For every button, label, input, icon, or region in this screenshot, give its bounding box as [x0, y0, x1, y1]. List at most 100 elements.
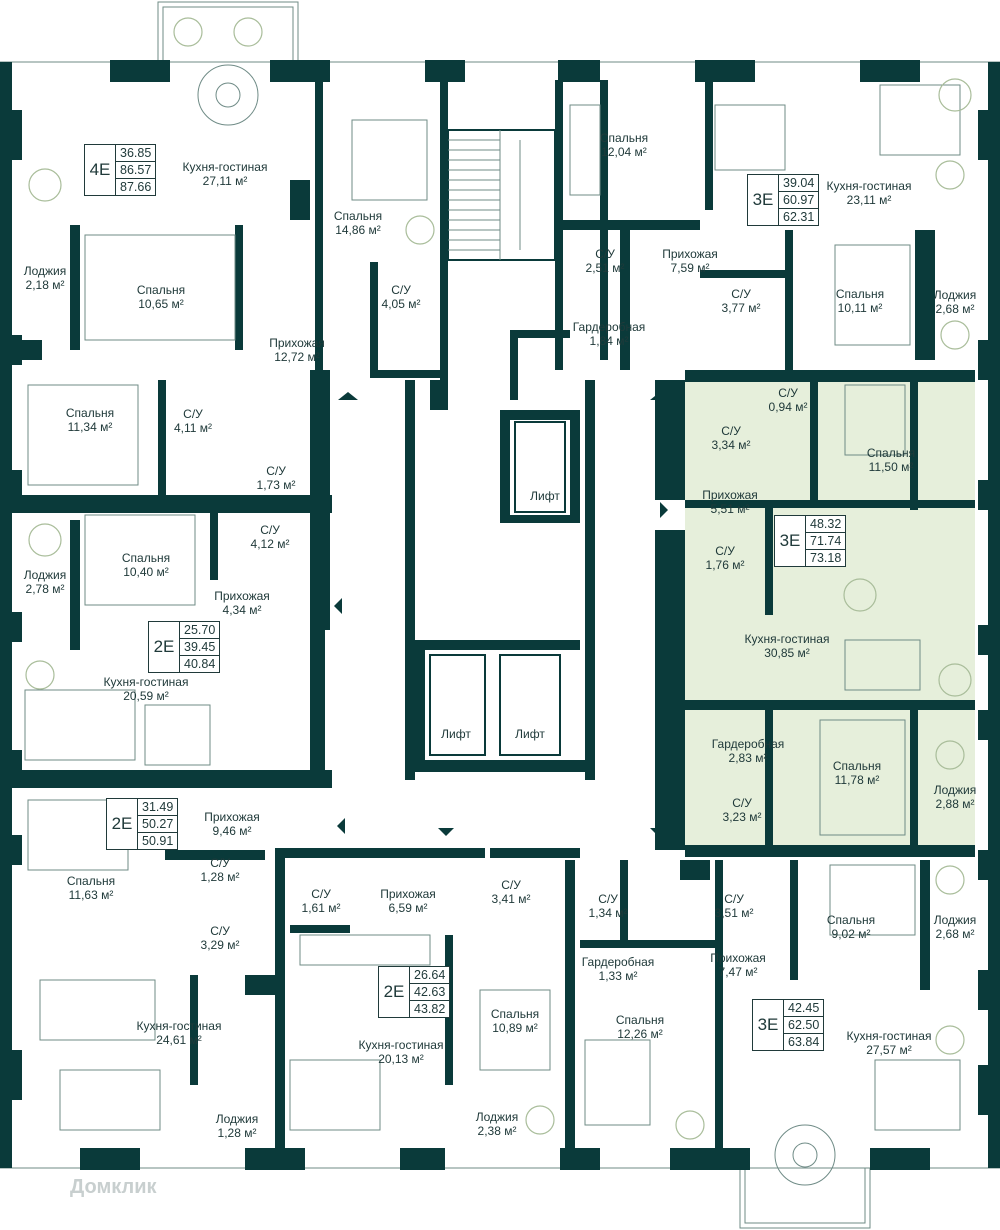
total-area: 39.45 [180, 639, 220, 656]
apartment-type: 3E [775, 516, 806, 566]
total-area-with-loggia: 63.84 [788, 1035, 820, 1049]
total-area: 62.50 [784, 1017, 824, 1034]
apartment-badge-4e: 4E 36.85 86.57 87.66 [84, 144, 157, 196]
apartment-badge-2e-bottom: 2E 26.64 42.63 43.82 [378, 966, 451, 1018]
total-area: 71.74 [806, 533, 846, 550]
staircase [447, 129, 556, 261]
apartment-badge-2e-mid: 2E 25.70 39.45 40.84 [148, 621, 221, 673]
total-area: 60.97 [779, 192, 819, 209]
apartment-type: 2E [107, 799, 138, 849]
apartment-badge-3e-top: 3E 39.04 60.97 62.31 [747, 174, 820, 226]
entry-arrows [334, 392, 670, 836]
total-area-with-loggia: 43.82 [414, 1002, 446, 1016]
lift-label: Лифт [441, 727, 471, 741]
apartment-type: 3E [753, 1000, 784, 1050]
lift-cabins [429, 421, 566, 756]
total-area: 42.63 [410, 984, 450, 1001]
total-area: 86.57 [116, 162, 156, 179]
apartment-badge-3e-bottom: 3E 42.45 62.50 63.84 [752, 999, 825, 1051]
total-area-with-loggia: 62.31 [783, 210, 815, 224]
apartment-type: 2E [379, 967, 410, 1017]
total-area-with-loggia: 40.84 [184, 657, 216, 671]
lift-label: Лифт [530, 489, 560, 503]
interior-walls [12, 80, 975, 1160]
living-area: 31.49 [138, 799, 178, 816]
living-area: 26.64 [410, 967, 450, 984]
living-area: 39.04 [779, 175, 819, 192]
apartment-badge-2e-left: 2E 31.49 50.27 50.91 [106, 798, 179, 850]
plants [25, 17, 972, 1140]
living-area: 25.70 [180, 622, 220, 639]
apartment-type: 3E [748, 175, 779, 225]
apartment-type: 2E [149, 622, 180, 672]
apartment-type: 4E [85, 145, 116, 195]
living-area: 36.85 [116, 145, 156, 162]
apartment-badge-3e-highlighted: 3E 48.32 71.74 73.18 [774, 515, 847, 567]
exterior-walls [0, 60, 1000, 1170]
watermark: Домклик [70, 1176, 157, 1198]
lift-label: Лифт [515, 727, 545, 741]
living-area: 42.45 [784, 1000, 824, 1017]
total-area-with-loggia: 73.18 [810, 551, 842, 565]
highlighted-apartment [685, 380, 975, 850]
total-area: 50.27 [138, 816, 178, 833]
total-area-with-loggia: 50.91 [142, 834, 174, 848]
living-area: 48.32 [806, 516, 846, 533]
total-area-with-loggia: 87.66 [120, 180, 152, 194]
